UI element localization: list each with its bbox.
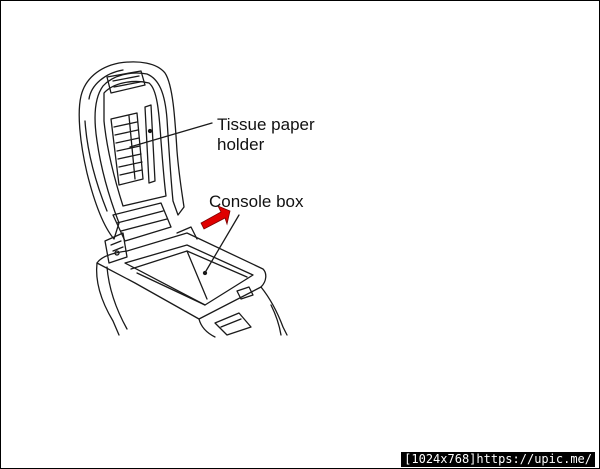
tissue-leader-line bbox=[129, 122, 213, 148]
tissue-paper-holder bbox=[110, 104, 156, 186]
watermark: [1024x768]https://upic.me/ bbox=[401, 452, 595, 467]
tissue-label-line-1: Tissue paper bbox=[217, 115, 315, 134]
console-lid bbox=[78, 61, 185, 240]
lid-hinge bbox=[104, 202, 172, 264]
pointer-arrow-icon bbox=[200, 205, 231, 230]
console-box-body bbox=[95, 226, 288, 338]
console-box-label: Console box bbox=[209, 192, 304, 211]
tissue-label-line-2: holder bbox=[217, 135, 265, 154]
console-leader-line bbox=[205, 214, 240, 272]
tissue-paper-holder-label: Tissue paper holder bbox=[217, 115, 315, 155]
